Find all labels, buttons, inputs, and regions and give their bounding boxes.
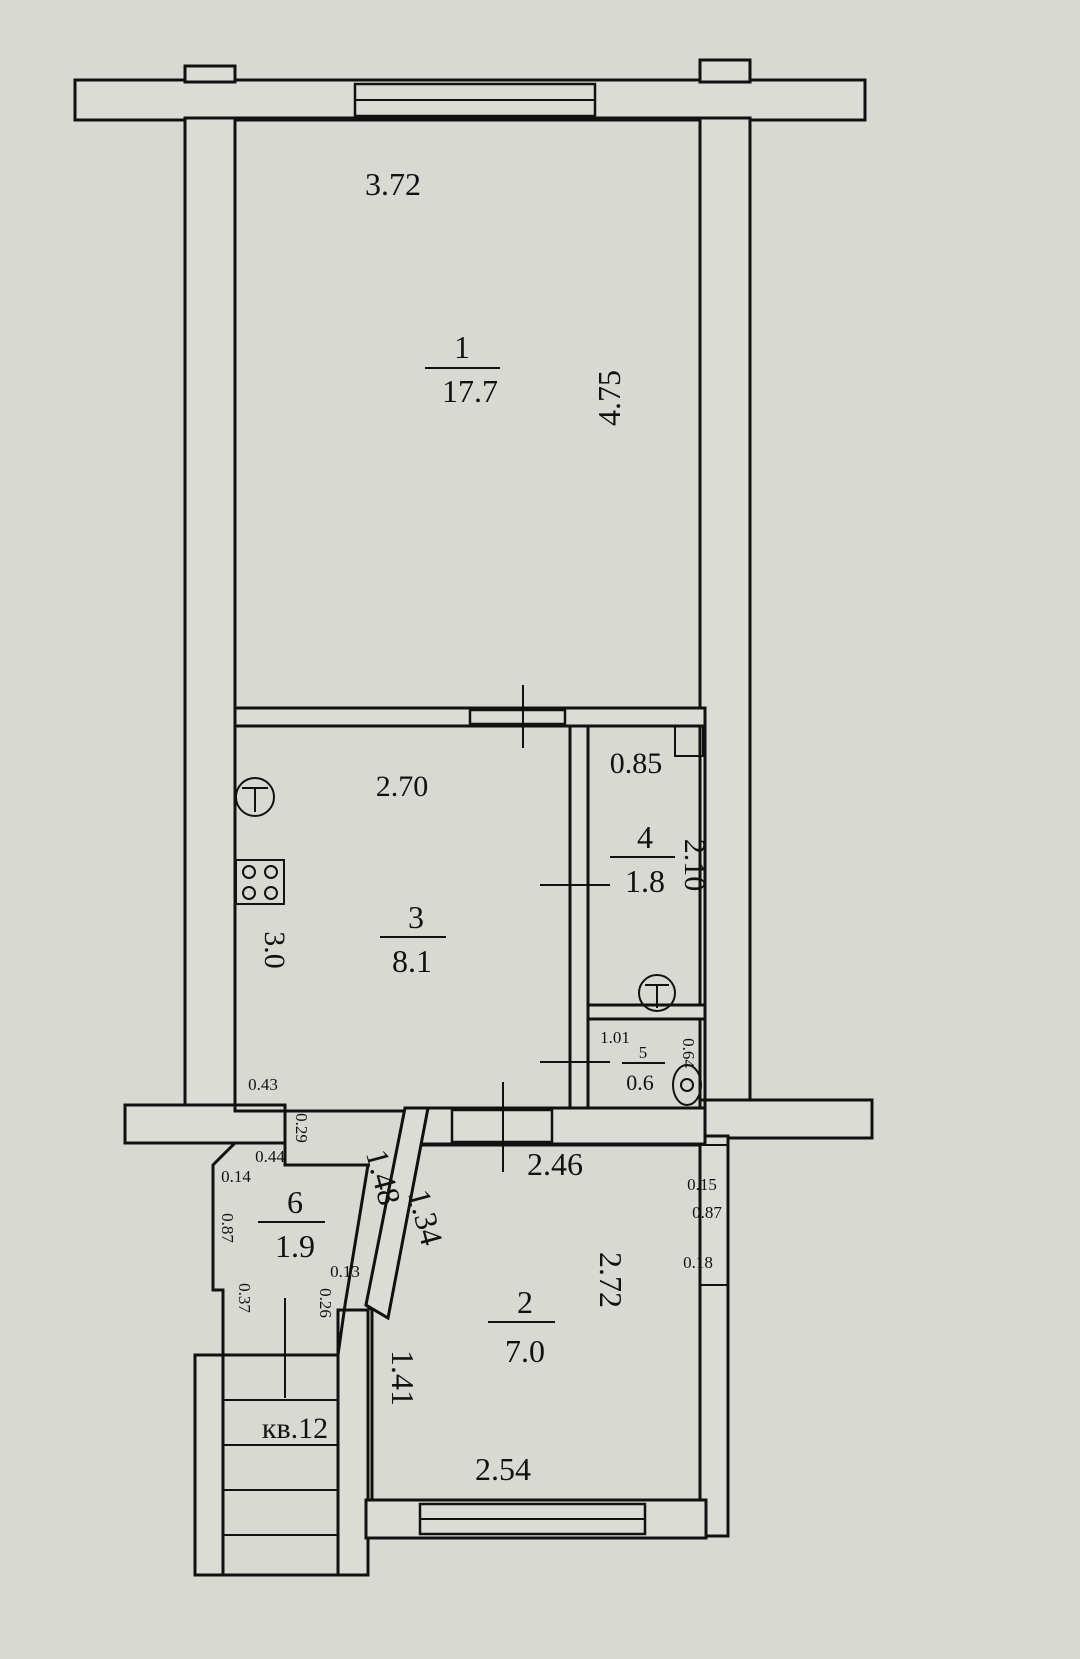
room-4-area: 1.8 — [625, 863, 665, 899]
right-wall — [698, 116, 752, 1110]
partition-3-4 — [568, 724, 590, 1113]
stove-icon — [235, 859, 285, 905]
dim-015: 0.15 — [687, 1175, 717, 1194]
stair-left-wall — [193, 1353, 225, 1577]
stove-burner-2 — [264, 865, 278, 879]
top-wall-pier-left — [183, 64, 237, 84]
dim-room1-length: 4.75 — [591, 370, 627, 426]
diagonal-wall — [364, 1106, 430, 1321]
dim-room4-length: 2.10 — [678, 839, 711, 892]
dim-014: 0.14 — [221, 1167, 251, 1186]
left-wall — [183, 116, 237, 1110]
dim-087-left: 0.87 — [218, 1213, 237, 1243]
dim-room5-width: 1.01 — [600, 1028, 630, 1047]
dim-026: 0.26 — [316, 1288, 335, 1318]
meter-icon-room-4 — [638, 974, 676, 1012]
toilet-icon — [672, 1064, 702, 1106]
stove-burner-4 — [264, 886, 278, 900]
room-3-outline — [233, 724, 707, 1113]
room-4-number: 4 — [637, 819, 653, 855]
dim-029: 0.29 — [292, 1113, 311, 1143]
dim-room3-length: 3.0 — [258, 931, 291, 969]
room-2-top-wall — [403, 1106, 707, 1146]
room-2-area: 7.0 — [505, 1333, 545, 1369]
dim-044: 0.44 — [255, 1147, 285, 1166]
partition-4-5 — [586, 1003, 707, 1021]
dim-room2-bottom: 2.54 — [475, 1451, 531, 1487]
toilet-icon-bowl — [680, 1078, 694, 1092]
right-cross-wall — [698, 1098, 874, 1140]
apartment-label: кв.12 — [262, 1412, 328, 1445]
room-6-number: 6 — [287, 1184, 303, 1220]
top-wall-pier-right — [698, 58, 752, 84]
dim-room2-diag: 1.34 — [401, 1185, 450, 1248]
meter-icon — [235, 777, 275, 817]
dim-037: 0.37 — [235, 1283, 254, 1313]
stair-right-wall — [336, 1308, 370, 1577]
dim-013: 0.13 — [330, 1262, 360, 1281]
room-5-number: 5 — [639, 1043, 648, 1062]
room-1-outline — [233, 116, 702, 710]
dim-room5-length: 0.64 — [679, 1038, 698, 1068]
dim-room4-width: 0.85 — [610, 747, 663, 780]
room-3-area: 8.1 — [392, 943, 432, 979]
room-2-niche — [699, 1144, 729, 1286]
room-1-area: 17.7 — [442, 373, 498, 409]
dim-018: 0.18 — [683, 1253, 713, 1272]
room-6-area: 1.9 — [275, 1228, 315, 1264]
room-1-number: 1 — [454, 329, 470, 365]
dim-room2-top: 2.46 — [527, 1146, 583, 1182]
lower-right-wall — [698, 1134, 730, 1538]
dim-room2-right: 2.72 — [593, 1252, 629, 1308]
room-2-number: 2 — [517, 1284, 533, 1320]
stairs — [221, 1353, 340, 1577]
room-4-duct — [674, 725, 704, 757]
dim-room1-width: 3.72 — [365, 166, 421, 202]
room-3-number: 3 — [408, 899, 424, 935]
stove-burner-1 — [242, 865, 256, 879]
door-1-3 — [468, 708, 567, 726]
stove-burner-3 — [242, 886, 256, 900]
dim-087-right: 0.87 — [692, 1203, 722, 1222]
room-5-area: 0.6 — [626, 1070, 654, 1095]
dim-room3-width: 2.70 — [376, 770, 429, 803]
dim-043: 0.43 — [248, 1075, 278, 1094]
dim-room2-left: 1.41 — [385, 1350, 421, 1406]
